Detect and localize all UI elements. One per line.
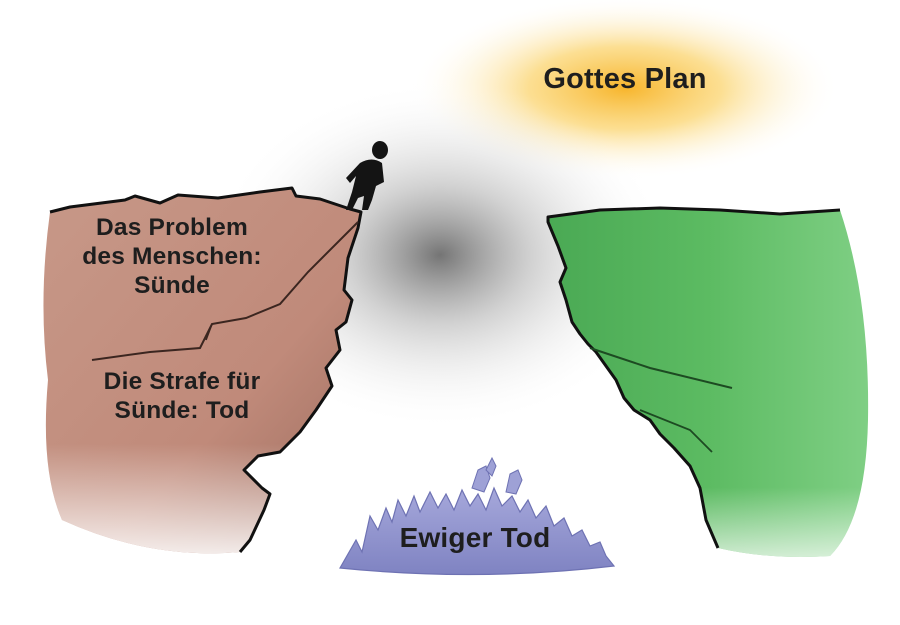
human-problem-label: Das Problem des Menschen: Sünde — [62, 214, 282, 301]
abyss-flames — [339, 456, 616, 576]
eternal-death-label: Ewiger Tod — [399, 522, 551, 553]
penalty-line-2: Sünde: Tod — [114, 396, 250, 424]
left-cliff — [43, 186, 363, 554]
person-silhouette — [346, 141, 388, 210]
penalty-label: Die Strafe für Sünde: Tod — [62, 368, 302, 426]
human-problem-line-2: des Menschen: — [82, 242, 262, 270]
human-problem-line-3: Sünde — [134, 271, 210, 299]
penalty-line-1: Die Strafe für — [103, 368, 261, 395]
gods-plan-label: Gottes Plan — [543, 63, 707, 95]
human-problem-line-1: Das Problem — [96, 214, 248, 241]
right-cliff — [546, 206, 869, 557]
